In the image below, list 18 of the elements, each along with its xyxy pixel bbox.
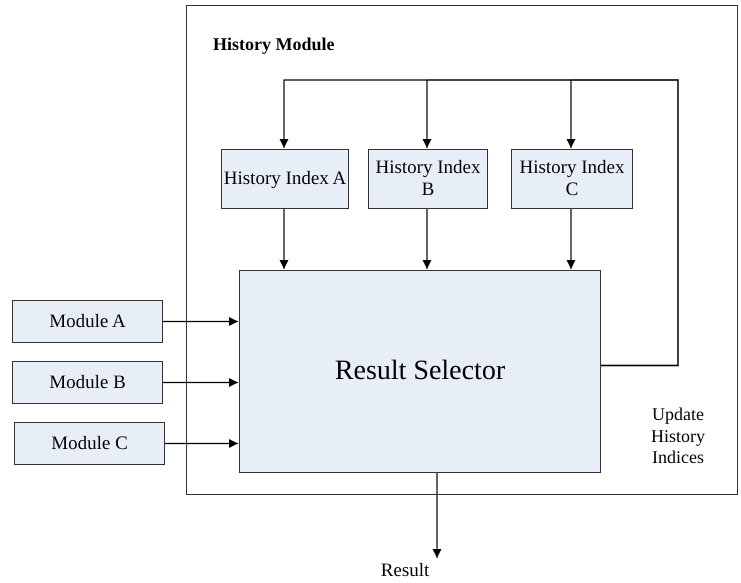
output-label: Result xyxy=(380,560,430,582)
process-box: History Index B xyxy=(368,149,488,209)
process-box: Result Selector xyxy=(239,270,601,473)
arrow xyxy=(280,208,288,269)
arrow xyxy=(163,378,238,387)
container-heading: History Module xyxy=(213,34,334,55)
process-box: History Index C xyxy=(511,149,633,209)
process-box: Module B xyxy=(12,361,163,404)
arrow xyxy=(422,208,432,269)
arrow xyxy=(165,439,238,448)
module-container xyxy=(186,5,738,495)
arrow xyxy=(566,79,679,366)
process-box: Module C xyxy=(14,422,165,465)
process-box: History Index A xyxy=(221,149,349,209)
arrow xyxy=(566,208,576,269)
arrow xyxy=(432,472,442,558)
arrow xyxy=(163,317,238,326)
process-box: Module A xyxy=(12,300,163,343)
